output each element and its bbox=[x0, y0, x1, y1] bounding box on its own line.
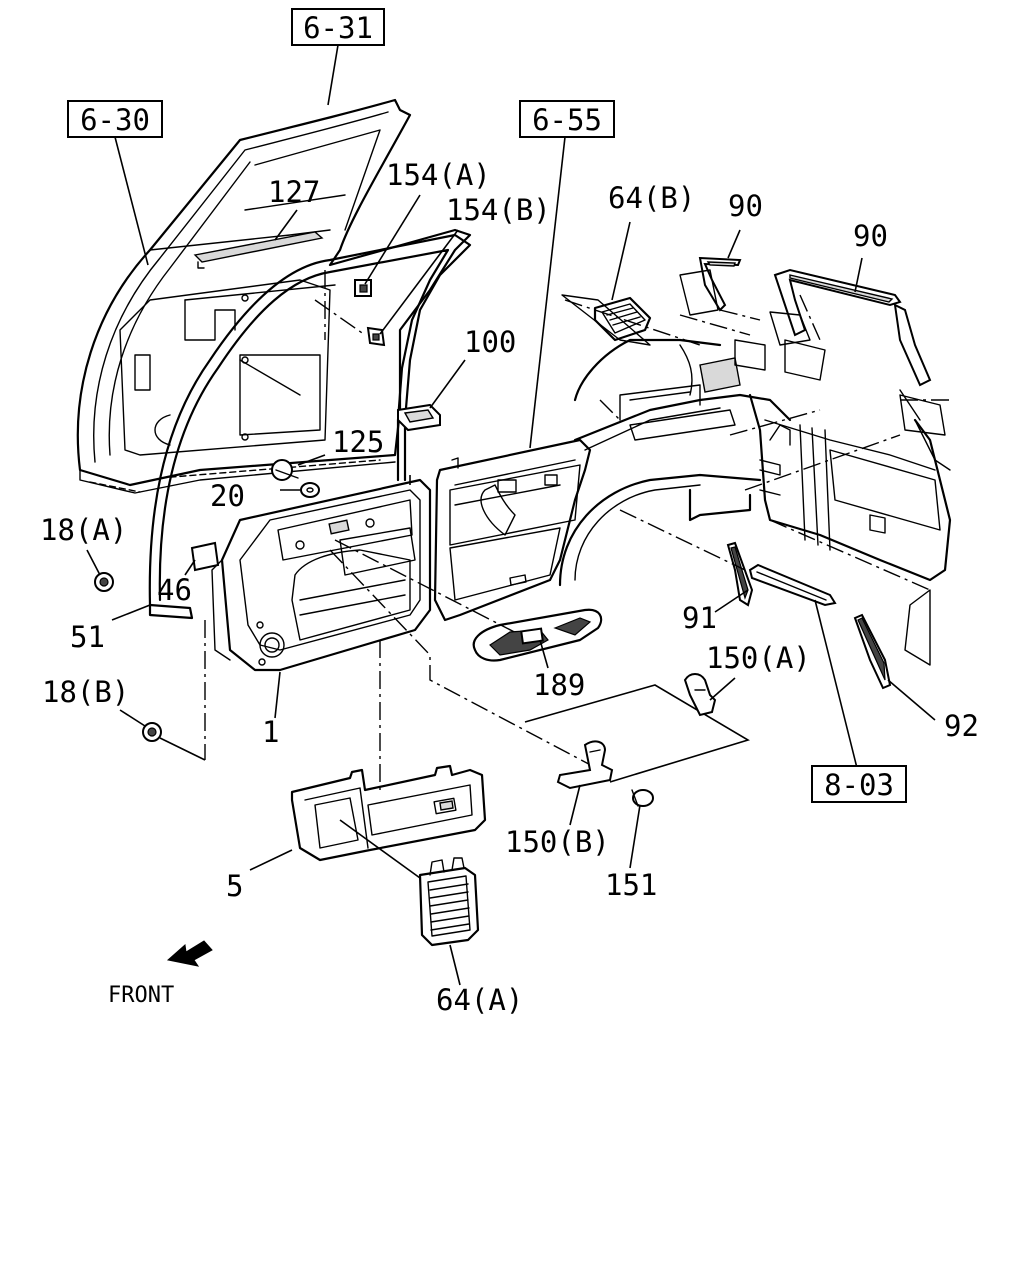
ref-box-6-30 bbox=[67, 100, 163, 138]
part-1-door-trim bbox=[211, 478, 432, 672]
part-154b-clip bbox=[366, 326, 386, 347]
part-151-screw bbox=[631, 789, 654, 807]
part-91-strip bbox=[726, 541, 754, 607]
ref-8-03: 8-03 bbox=[824, 768, 894, 802]
part-189-handle bbox=[472, 608, 603, 662]
part-127-strip bbox=[193, 231, 324, 269]
part-90-strip-right bbox=[773, 268, 932, 387]
label-154b: 154(B) bbox=[446, 193, 551, 227]
ref-box-6-55 bbox=[519, 100, 615, 138]
mounting-regions bbox=[561, 269, 946, 666]
label-64a: 64(A) bbox=[436, 983, 523, 1017]
label-46: 46 bbox=[157, 573, 192, 607]
part-64a-vent bbox=[418, 857, 480, 947]
label-18a: 18(A) bbox=[40, 513, 127, 547]
part-64b-vent bbox=[593, 296, 652, 342]
body-side-panel bbox=[433, 338, 792, 622]
ref-box-8-03 bbox=[811, 765, 907, 803]
part-46-pad bbox=[190, 541, 220, 572]
part-125-screw bbox=[271, 459, 299, 481]
label-91: 91 bbox=[682, 601, 717, 635]
label-154a: 154(A) bbox=[386, 158, 491, 192]
part-18b-clip bbox=[142, 722, 162, 742]
label-92: 92 bbox=[944, 709, 979, 743]
ref-6-30: 6-30 bbox=[80, 103, 150, 137]
ref-box-6-31 bbox=[291, 8, 385, 46]
part-18a-clip bbox=[94, 572, 114, 592]
label-150a: 150(A) bbox=[706, 641, 811, 675]
label-127: 127 bbox=[268, 175, 320, 209]
label-90-right: 90 bbox=[853, 219, 888, 253]
rear-quarter-panel bbox=[748, 389, 952, 582]
ref-6-31: 6-31 bbox=[303, 11, 373, 45]
front-label: FRONT bbox=[108, 983, 174, 1008]
part-51-weatherstrip bbox=[148, 233, 472, 620]
label-1: 1 bbox=[262, 715, 279, 749]
label-64b: 64(B) bbox=[608, 181, 695, 215]
label-100: 100 bbox=[464, 325, 516, 359]
part-5-armrest bbox=[290, 764, 487, 862]
part-150b-hook bbox=[556, 740, 614, 790]
ref-6-55: 6-55 bbox=[532, 103, 602, 137]
part-90-strip-left bbox=[698, 256, 742, 312]
label-5: 5 bbox=[226, 869, 243, 903]
label-20: 20 bbox=[210, 479, 245, 513]
label-51: 51 bbox=[70, 620, 105, 654]
part-100-clip bbox=[397, 403, 441, 432]
label-189: 189 bbox=[533, 668, 585, 702]
part-8-03-strip bbox=[748, 563, 837, 607]
label-90-left: 90 bbox=[728, 189, 763, 223]
front-arrow-icon bbox=[166, 940, 213, 967]
part-150a-hook bbox=[683, 673, 717, 717]
part-154a-clip bbox=[354, 279, 372, 297]
leader-lines bbox=[86, 44, 936, 986]
label-150b: 150(B) bbox=[505, 825, 610, 859]
label-151: 151 bbox=[605, 868, 657, 902]
label-18b: 18(B) bbox=[42, 675, 129, 709]
label-125: 125 bbox=[332, 425, 384, 459]
part-92-strip bbox=[853, 613, 892, 690]
part-20-washer bbox=[300, 482, 320, 498]
